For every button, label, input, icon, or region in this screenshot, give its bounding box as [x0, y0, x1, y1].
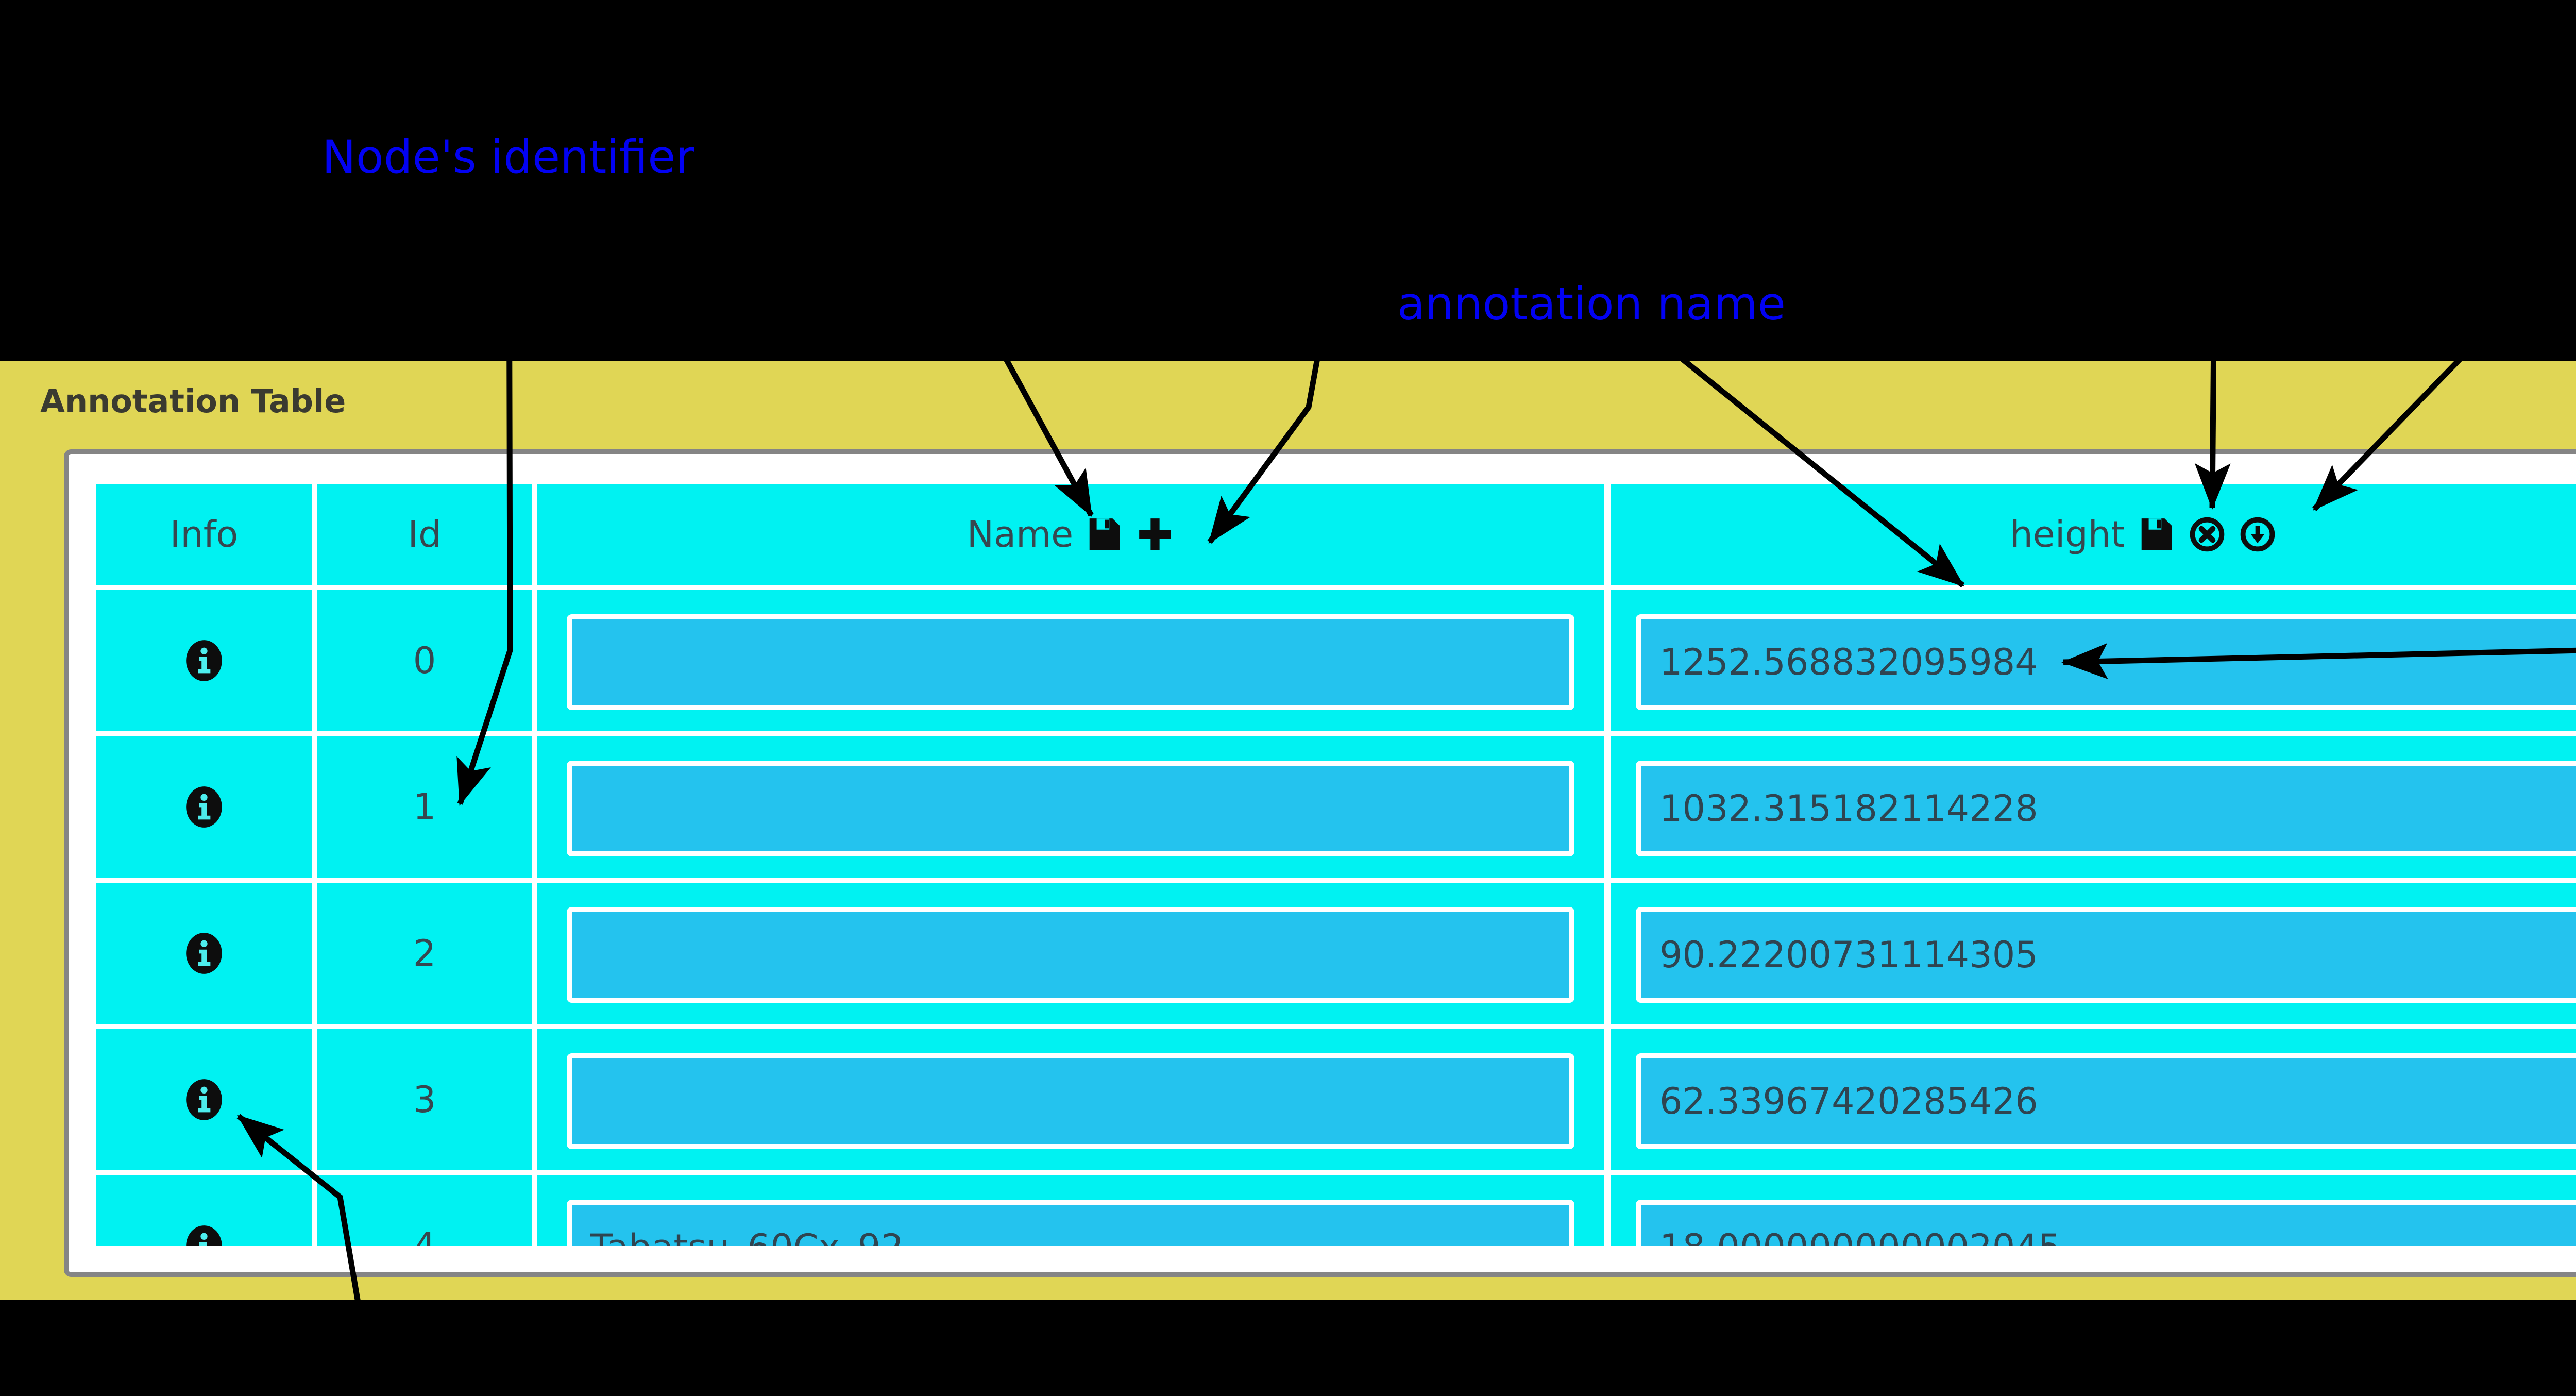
- name-input[interactable]: [567, 907, 1574, 1003]
- name-input[interactable]: [567, 1200, 1574, 1246]
- annotation-value-input[interactable]: [1636, 761, 2576, 856]
- info-circle-icon[interactable]: [184, 785, 224, 829]
- annotation-value-input[interactable]: [1636, 907, 2576, 1003]
- info-circle-icon[interactable]: [184, 931, 224, 975]
- table-row-0-value-cell: [1611, 590, 2576, 731]
- table-row-3-name-cell: [537, 1029, 1604, 1170]
- label-node-identifier: Node's identifier: [322, 130, 694, 183]
- table-row-1-id-cell: 1: [317, 736, 532, 878]
- table-row-2-name-cell: [537, 883, 1604, 1024]
- table-row-2-id-cell: 2: [317, 883, 532, 1024]
- info-circle-icon[interactable]: [184, 638, 224, 683]
- save-floppy-icon[interactable]: [2138, 515, 2176, 553]
- table-row-4-id-cell: 4: [317, 1175, 532, 1246]
- annotation-value-input[interactable]: [1636, 1053, 2576, 1149]
- remove-circle-x-icon[interactable]: [2188, 515, 2226, 553]
- header-annotation: height: [1611, 484, 2576, 585]
- header-name: Name: [537, 484, 1604, 585]
- annotation-table: Info Id Name height 0: [72, 484, 2576, 1246]
- annotation-value-input[interactable]: [1636, 1200, 2576, 1246]
- annotation-value-input[interactable]: [1636, 614, 2576, 710]
- table-row-0-id-cell: 0: [317, 590, 532, 731]
- table-row-3-info-cell: [96, 1029, 312, 1170]
- add-plus-icon[interactable]: [1136, 515, 1174, 553]
- panel-title: Annotation Table: [40, 382, 346, 420]
- download-circle-icon[interactable]: [2239, 515, 2277, 553]
- header-annotation-label: height: [2010, 513, 2125, 556]
- table-row-3-id-cell: 3: [317, 1029, 532, 1170]
- table-row-1-name-cell: [537, 736, 1604, 878]
- table-row-1-info-cell: [96, 736, 312, 878]
- table-row-2-info-cell: [96, 883, 312, 1024]
- table-row-4-info-cell: [96, 1175, 312, 1246]
- info-circle-icon[interactable]: [184, 1224, 224, 1246]
- header-name-label: Name: [967, 513, 1074, 556]
- table-row-4-name-cell: [537, 1175, 1604, 1246]
- table-row-2-value-cell: [1611, 883, 2576, 1024]
- name-input[interactable]: [567, 761, 1574, 856]
- header-info: Info: [96, 484, 312, 585]
- name-input[interactable]: [567, 1053, 1574, 1149]
- table-row-0-info-cell: [96, 590, 312, 731]
- name-input[interactable]: [567, 614, 1574, 710]
- table-row-3-value-cell: [1611, 1029, 2576, 1170]
- save-floppy-icon[interactable]: [1086, 515, 1124, 553]
- header-id: Id: [317, 484, 532, 585]
- table-row-4-value-cell: [1611, 1175, 2576, 1246]
- label-annotation-name: annotation name: [1397, 277, 1786, 330]
- table-row-0-name-cell: [537, 590, 1604, 731]
- table-row-1-value-cell: [1611, 736, 2576, 878]
- info-circle-icon[interactable]: [184, 1078, 224, 1122]
